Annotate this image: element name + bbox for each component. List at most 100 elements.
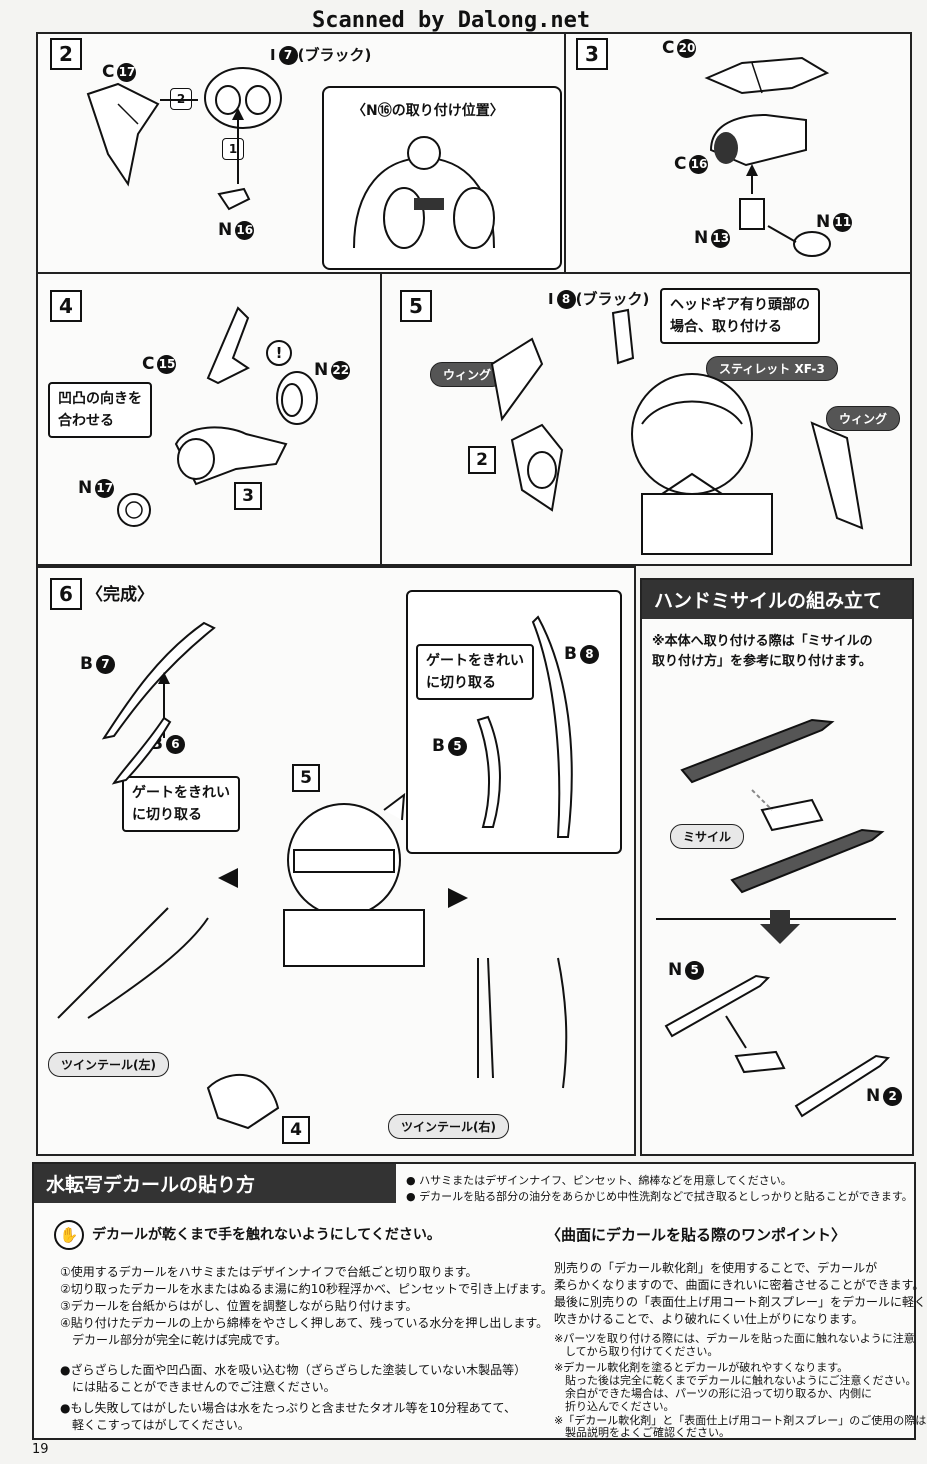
- part-number-badge: 6: [165, 734, 185, 754]
- decal-caution-4: 軽くこすってはがしてください。: [60, 1418, 250, 1432]
- tip-note-8: 製品説明をよくご確認ください。: [554, 1426, 730, 1439]
- final-figure-sketch: [283, 792, 425, 967]
- missile-sketch-bottom: [664, 974, 891, 1118]
- decal-step-1: ①使用するデカールをハサミまたはデザインナイフで台紙ごと切り取ります。: [60, 1265, 478, 1279]
- part-number-badge: 8: [556, 290, 576, 309]
- callout-box: 〈N⑯の取り付け位置〉: [322, 86, 562, 270]
- decal-caution-1: ●ざらざらした面や凹凸面、水を吸い込む物（ざらざらした塗装していない木製品等）: [60, 1363, 527, 1377]
- tip-body-2: 柔らかくなりますので、曲面にきれいに密着させることができます。: [554, 1278, 925, 1292]
- decal-step-3: ③デカールを台紙からはがし、位置を調整しながら貼り付けます。: [60, 1299, 418, 1313]
- part-number-badge: 2: [883, 1086, 903, 1106]
- headgear-note: ヘッドギア有り頭部の場合、取り付ける: [660, 288, 820, 344]
- decal-step-4: ④貼り付けたデカールの上から綿棒をやさしく押しあて、残っている水分を押し出します…: [60, 1316, 549, 1330]
- part-number-badge: 5: [447, 736, 467, 756]
- step-number: 3: [576, 38, 608, 70]
- part-c15-sketch: [206, 306, 250, 385]
- callout-title: 〈N⑯の取り付け位置〉: [352, 103, 504, 119]
- assembly-arrows: [160, 99, 244, 184]
- missile-sketch-top: [680, 718, 885, 894]
- part-c20-sketch: [704, 56, 830, 95]
- part-number-badge: 13: [711, 228, 731, 248]
- part-b5-sketch: [476, 715, 501, 828]
- twintail-sketch: [57, 868, 568, 1130]
- part-i8-sketch: [611, 308, 635, 365]
- missile-note: ※本体へ取り付ける際は「ミサイルの取り付け方」を参考に取り付けます。: [652, 634, 873, 669]
- tag-missile: ミサイル: [670, 824, 745, 849]
- tip-note-5: 余白ができた場合は、パーツの形に沿って切り取るか、内側に: [554, 1387, 873, 1400]
- part-n16-sketch: [217, 187, 251, 211]
- missile-panel: ハンドミサイルの組み立て ※本体へ取り付ける際は「ミサイルの取り付け方」を参考に…: [640, 578, 914, 1156]
- gate-note-left: ゲートをきれいに切り取る: [122, 776, 240, 832]
- part-number-badge: 7: [95, 654, 115, 674]
- part-i7-sketch: [204, 67, 282, 129]
- part-number-badge: 15: [157, 354, 177, 374]
- tip-note-7: ※「デカール軟化剤」と「表面仕上げ用コート剤スプレー」のご使用の際は、: [554, 1414, 927, 1427]
- step-number: 5: [400, 290, 432, 322]
- part-n13-n11-sketch: [739, 164, 831, 257]
- decal-section: 水転写デカールの貼り方 ● ハサミまたはデザインナイフ、ピンセット、綿棒などを用…: [32, 1162, 927, 1440]
- decal-step-4b: デカール部分が完全に乾けば完成です。: [60, 1333, 287, 1347]
- decal-prep-1: ● ハサミまたはデザインナイフ、ピンセット、綿棒などを用意してください。: [406, 1174, 792, 1187]
- tip-body-4: 吹きかけることで、より破れにくい仕上がりになります。: [554, 1312, 864, 1326]
- part-n22-sketch: [276, 371, 318, 425]
- step-number: 2: [50, 38, 82, 70]
- decal-warning: デカールが乾くまで手を触れないようにしてください。: [92, 1227, 441, 1243]
- part-number-badge: 11: [833, 212, 853, 232]
- tag-twintail-left: ツインテール(左): [48, 1052, 169, 1077]
- tip-body-1: 別売りの「デカール軟化剤」を使用することで、デカールが: [554, 1261, 878, 1275]
- callout-sketch: [353, 136, 495, 249]
- part-number-badge: 17: [117, 62, 137, 82]
- tip-note-1: ※パーツを取り付ける際には、デカールを貼った面に触れないように注意: [554, 1332, 915, 1345]
- assembly-body-sketch: [174, 426, 288, 486]
- wing-left-sketch: [490, 337, 544, 422]
- step-number: 6: [50, 578, 82, 610]
- page-number: 19: [32, 1442, 49, 1457]
- tip-title: 〈曲面にデカールを貼る際のワンポイント〉: [546, 1226, 847, 1244]
- no-touch-icon: ✋: [54, 1220, 84, 1250]
- ref-step-3: 3: [234, 482, 262, 510]
- part-b7-b6-sketch: [101, 621, 216, 785]
- decal-caution-3: ●もし失敗してはがしたい場合は水をたっぷりと含ませたタオル等を10分程あてて、: [60, 1401, 516, 1415]
- tag-wing-right: ウィング: [826, 406, 901, 431]
- tip-note-4: 貼った後は完全に乾くまでデカールに触れないようにご注意ください。: [554, 1374, 917, 1387]
- part-number-badge: 5: [685, 960, 705, 980]
- tip-note-2: してから取り付けてください。: [554, 1345, 719, 1358]
- wing-right-sketch: [810, 421, 864, 530]
- tip-note-6: 折り込んでください。: [554, 1400, 675, 1413]
- tip-note-3: ※デカール軟化剤を塗るとデカールが破れやすくなります。: [554, 1361, 849, 1374]
- decal-step-2: ②切り取ったデカールを水またはぬるま湯に約10秒程浮かべ、ピンセットで引き上げま…: [60, 1282, 553, 1296]
- decal-title: 水転写デカールの貼り方: [34, 1164, 396, 1203]
- part-number-badge: 20: [677, 38, 697, 58]
- tip-body-3: 最後に別売りの「表面仕上げ用コート剤スプレー」をデカールに軽く: [554, 1295, 927, 1309]
- step-2-panel: 2 C17 I7(ブラック) N16 2 1 〈N⑯の取り付け位置〉: [36, 32, 568, 276]
- decal-caution-2: には貼ることができませんのでご注意ください。: [60, 1380, 336, 1394]
- ref-step-4: 4: [282, 1116, 310, 1144]
- watermark: Scanned by Dalong.net: [312, 8, 591, 33]
- gate-note-right: ゲートをきれいに切り取る: [416, 644, 534, 700]
- part-c17-sketch: [86, 82, 160, 187]
- tag-stiletto: スティレット XF-3: [706, 356, 838, 381]
- tag-twintail-right: ツインテール(右): [388, 1114, 509, 1139]
- part-b8-sketch: [531, 615, 573, 838]
- step-6-title: 〈完成〉: [86, 585, 154, 605]
- part-c16-sketch: [709, 113, 807, 167]
